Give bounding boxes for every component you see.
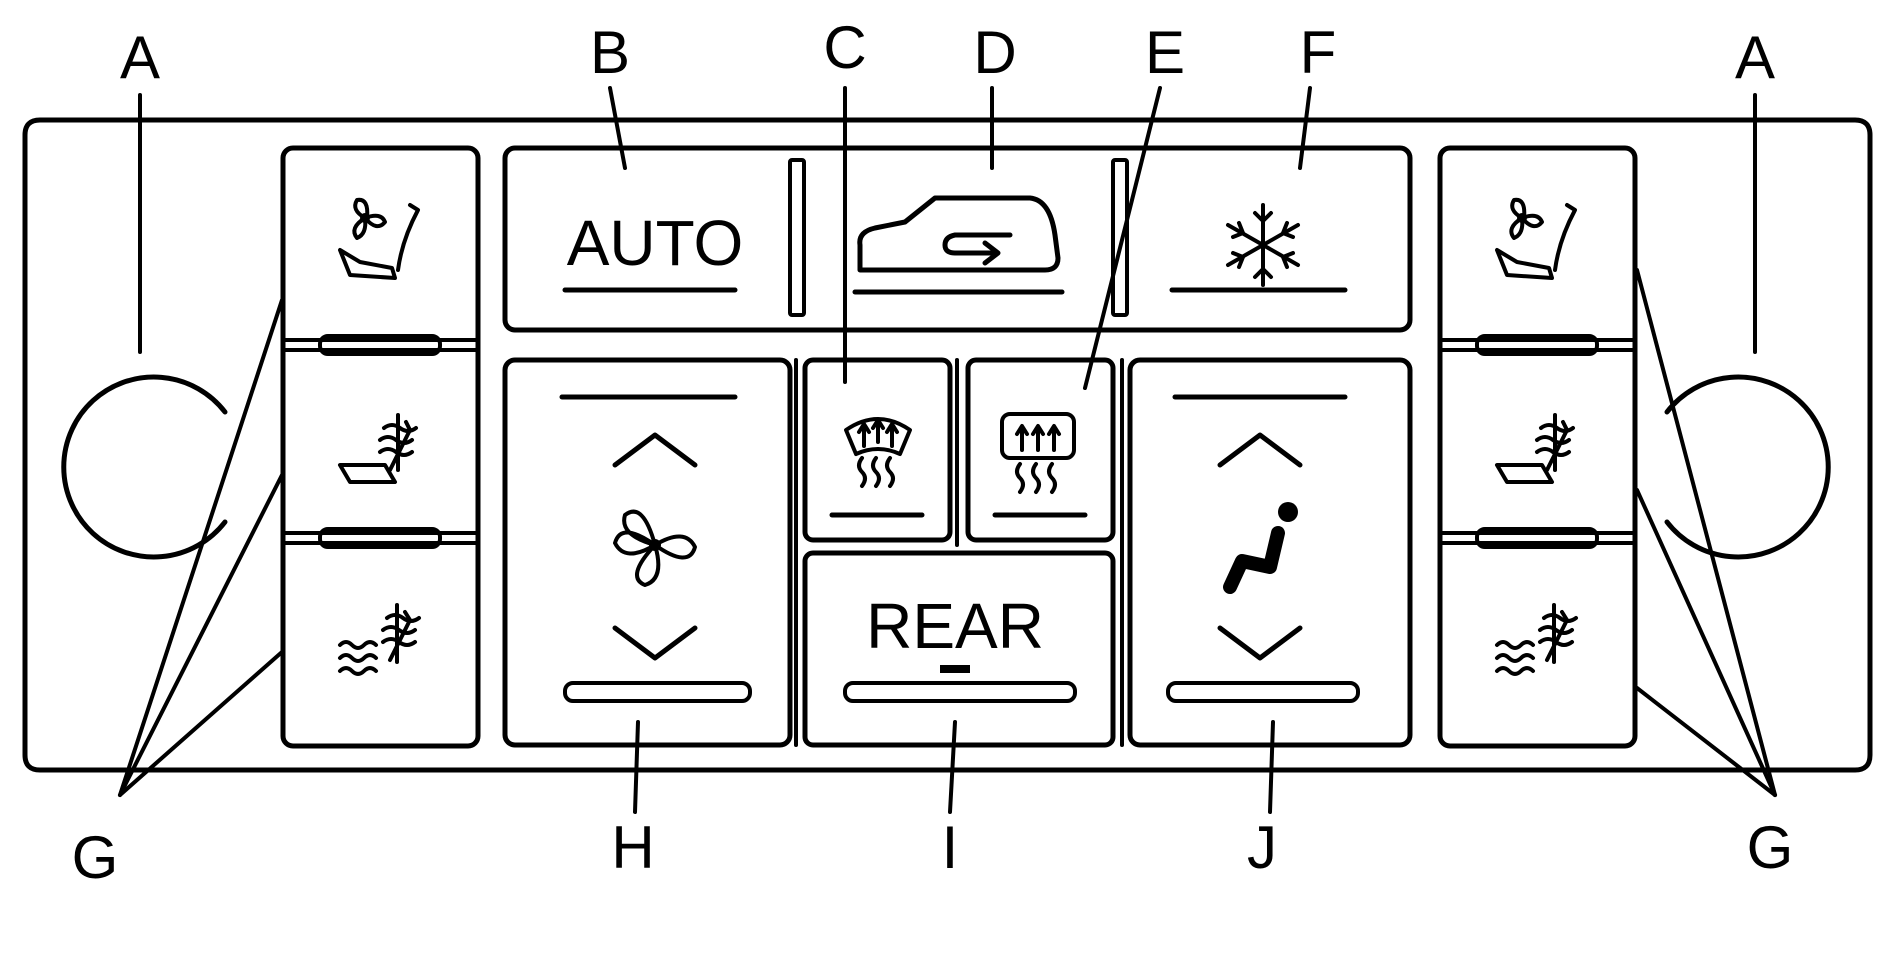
rear-defrost-button[interactable]: [965, 357, 1116, 543]
ac-button[interactable]: [1169, 203, 1348, 293]
callout-d: D: [973, 19, 1016, 86]
callout-g-right: G: [1747, 814, 1794, 881]
right-heated-seat-button[interactable]: [1495, 603, 1578, 676]
left-seat-indicator-1: [318, 334, 442, 356]
front-defrost-button[interactable]: [802, 357, 953, 543]
recirculation-icon: [857, 195, 1061, 273]
callout-h: H: [611, 814, 654, 881]
top-button-row: AUTO: [502, 145, 1413, 333]
right-knob[interactable]: [1664, 374, 1831, 560]
recirculation-button[interactable]: [852, 195, 1065, 295]
callout-c: C: [823, 14, 866, 81]
left-seat-column: [280, 145, 481, 749]
callout-f: F: [1300, 19, 1337, 86]
snowflake-icon: [1226, 203, 1300, 287]
auto-label: AUTO: [567, 207, 744, 279]
right-seat-column: [1437, 145, 1638, 749]
callout-i: I: [942, 814, 959, 881]
seated-person-icon: [1223, 502, 1298, 594]
callout-g-left: G: [72, 824, 119, 891]
heated-seat-icon: [1495, 603, 1578, 676]
callout-labels: A B C D E F A G H I J G: [72, 14, 1794, 891]
right-heated-seatback-button[interactable]: [1495, 413, 1575, 484]
auto-button[interactable]: AUTO: [562, 207, 744, 293]
heated-seatback-icon: [338, 413, 418, 484]
left-seat-indicator-2: [318, 527, 442, 549]
left-heated-seatback-button[interactable]: [338, 413, 418, 484]
rear-label: REAR: [866, 590, 1044, 662]
fan-up-arrow[interactable]: [612, 432, 698, 468]
air-delivery-mode-button[interactable]: [1127, 357, 1413, 748]
callout-a-left: A: [120, 24, 160, 91]
rear-small-indicator: [940, 665, 970, 673]
callout-b: B: [590, 19, 630, 86]
ventilated-seat-icon: [338, 197, 420, 280]
left-ventilated-seat-button[interactable]: [338, 197, 420, 280]
heated-seat-icon: [338, 603, 421, 676]
front-defrost-icon: [844, 417, 912, 488]
callout-a-right: A: [1735, 24, 1775, 91]
mode-up-arrow[interactable]: [1217, 432, 1303, 468]
rear-defrost-icon: [1000, 412, 1076, 494]
mode-down-arrow[interactable]: [1217, 625, 1303, 661]
callout-j: J: [1247, 814, 1277, 881]
fan-speed-button[interactable]: [502, 357, 793, 748]
rear-level-indicator: [843, 681, 1077, 703]
right-seat-indicator-2: [1475, 527, 1599, 549]
left-heated-seat-button[interactable]: [338, 603, 421, 676]
rear-climate-button[interactable]: REAR: [802, 550, 1116, 748]
callout-e: E: [1145, 19, 1185, 86]
heated-seatback-icon: [1495, 413, 1575, 484]
fan-down-arrow[interactable]: [612, 625, 698, 661]
right-ventilated-seat-button[interactable]: [1495, 197, 1577, 280]
control-panel-bezel: [22, 117, 1873, 773]
left-knob[interactable]: [61, 374, 228, 560]
right-seat-indicator-1: [1475, 334, 1599, 356]
fan-icon: [613, 509, 697, 587]
ventilated-seat-icon: [1495, 197, 1577, 280]
fan-level-indicator: [563, 681, 752, 703]
center-lower-area: REAR: [502, 357, 1413, 748]
mode-level-indicator: [1166, 681, 1360, 703]
callout-leaders: [118, 86, 1777, 814]
